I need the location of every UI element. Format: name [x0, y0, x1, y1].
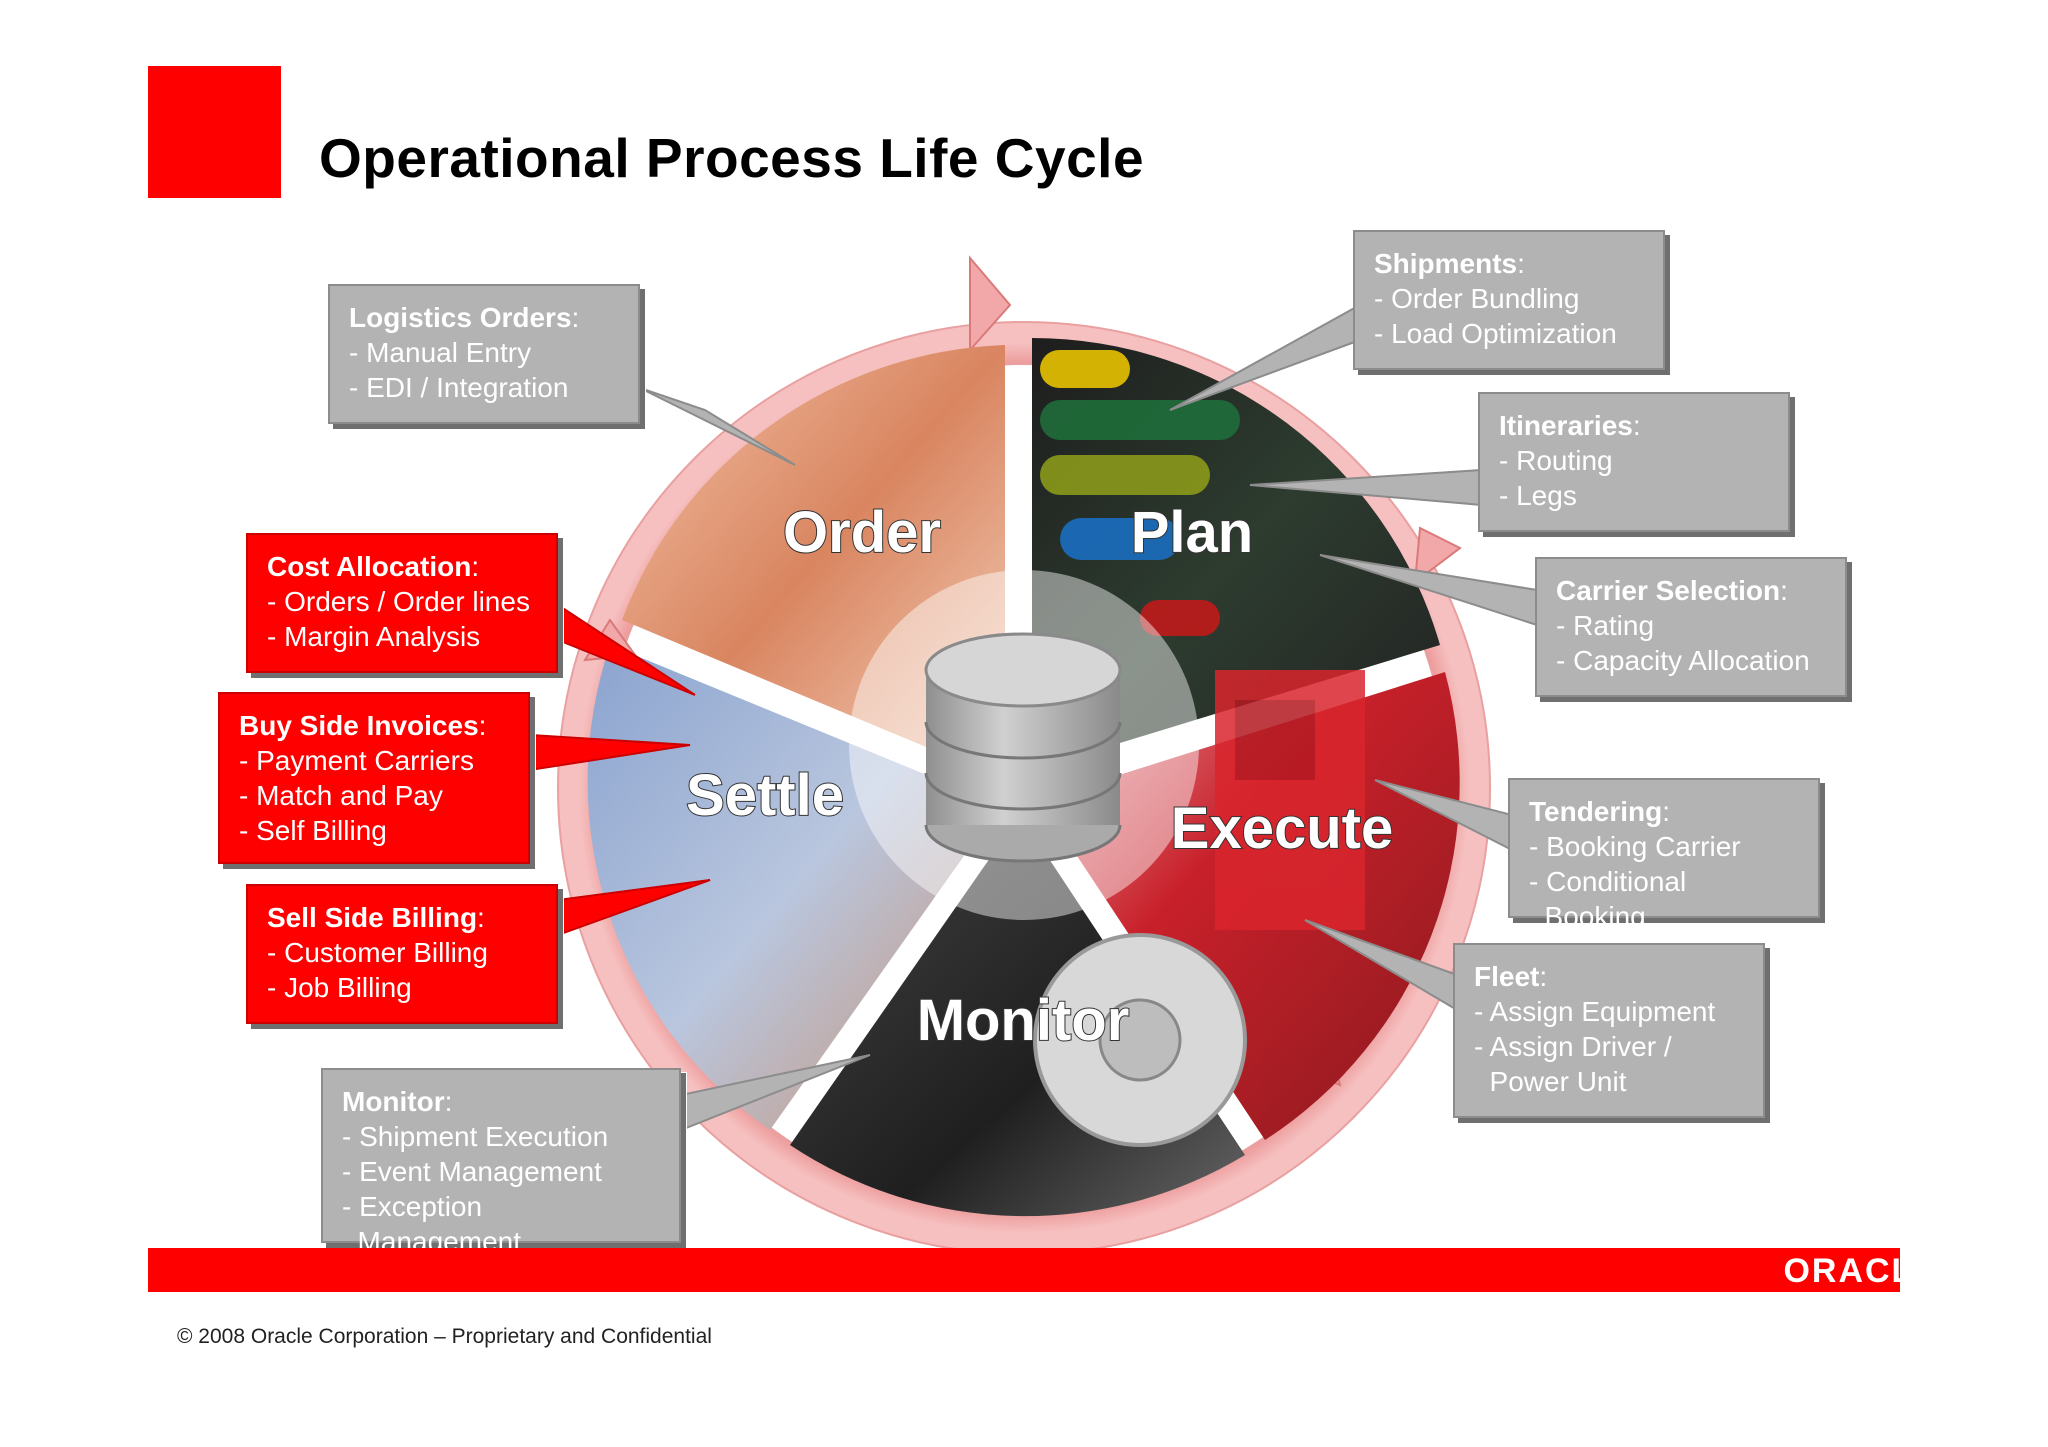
callout-cost-allocation: Cost Allocation: - Orders / Order lines … — [246, 533, 558, 673]
callout-line: - Match and Pay — [239, 780, 443, 811]
callout-line: - Event Management — [342, 1156, 602, 1187]
phase-settle-label: Settle — [686, 763, 844, 828]
footer-bar — [148, 1248, 1900, 1292]
callout-line: - Job Billing — [267, 972, 412, 1003]
monitor-wheel-decoration — [1033, 933, 1247, 1147]
callout-carrier-selection: Carrier Selection: - Rating - Capacity A… — [1535, 557, 1847, 697]
callout-line: - Margin Analysis — [267, 621, 481, 652]
phase-settle-sector — [587, 645, 1000, 1130]
callout-pointers — [639, 303, 1538, 1132]
callout-line: - Assign Driver / — [1474, 1031, 1672, 1062]
callout-line: - Rating — [1556, 610, 1655, 641]
callout-line: - EDI / Integration — [349, 372, 569, 403]
callout-logistics-orders: Logistics Orders: - Manual Entry - EDI /… — [328, 284, 640, 424]
callout-line: - Conditional — [1529, 866, 1687, 897]
callout-sell-side-billing: Sell Side Billing: - Customer Billing - … — [246, 884, 558, 1024]
callout-line: - Routing — [1499, 445, 1613, 476]
callout-line: - Load Optimization — [1374, 318, 1617, 349]
callout-head: Monitor — [342, 1086, 445, 1117]
callout-head: Shipments — [1374, 248, 1518, 279]
callout-line: - Exception — [342, 1191, 483, 1222]
callout-head: Logistics Orders — [349, 302, 572, 333]
callout-line: - Booking Carrier — [1529, 831, 1741, 862]
copyright-text: © 2008 Oracle Corporation – Proprietary … — [177, 1325, 712, 1348]
plan-decoration — [1040, 350, 1240, 636]
red-callout-pointers — [529, 603, 711, 937]
ring-arrow-order — [969, 255, 1012, 353]
callout-head: Sell Side Billing — [267, 902, 478, 933]
callout-line: - Manual Entry — [349, 337, 532, 368]
callout-line: - Shipment Execution — [342, 1121, 609, 1152]
callout-line: - Orders / Order lines — [267, 586, 530, 617]
callout-line: - Assign Equipment — [1474, 996, 1716, 1027]
callout-head: Cost Allocation — [267, 551, 472, 582]
database-icon — [924, 632, 1122, 863]
callout-line: - Legs — [1499, 480, 1577, 511]
callout-line: - Customer Billing — [267, 937, 488, 968]
ring-arrow-plan — [1413, 526, 1462, 585]
callout-shipments: Shipments: - Order Bundling - Load Optim… — [1353, 230, 1665, 370]
callout-head: Tendering — [1529, 796, 1663, 827]
phase-order-sector — [622, 345, 1005, 780]
callout-fleet: Fleet: - Assign Equipment - Assign Drive… — [1453, 943, 1765, 1118]
callout-line: - Self Billing — [239, 815, 387, 846]
oracle-logo: ORACLE — [1783, 1252, 1939, 1290]
phase-monitor-label: Monitor — [917, 988, 1130, 1053]
phase-plan-label: Plan — [1131, 500, 1254, 565]
callout-line: - Capacity Allocation — [1556, 645, 1810, 676]
callout-buy-side-invoices: Buy Side Invoices: - Payment Carriers - … — [218, 692, 530, 864]
callout-head: Buy Side Invoices — [239, 710, 479, 741]
execute-truck-decoration — [1215, 670, 1365, 930]
brand-red-square — [148, 66, 281, 198]
callout-line: - Payment Carriers — [239, 745, 474, 776]
callout-head: Fleet — [1474, 961, 1540, 992]
callout-tendering: Tendering: - Booking Carrier - Condition… — [1508, 778, 1820, 932]
callout-head: Carrier Selection — [1556, 575, 1781, 606]
callout-line: Booking — [1529, 901, 1646, 932]
lifecycle-ring — [558, 322, 1490, 1254]
callout-itineraries: Itineraries: - Routing - Legs — [1478, 392, 1790, 532]
callout-head: Itineraries — [1499, 410, 1633, 441]
phase-order-label: Order — [783, 500, 941, 565]
phase-execute-label: Execute — [1171, 796, 1393, 861]
callout-monitor: Monitor: - Shipment Execution - Event Ma… — [321, 1068, 681, 1257]
slide-title: Operational Process Life Cycle — [319, 127, 1145, 189]
callout-line: - Order Bundling — [1374, 283, 1580, 314]
callout-line: Power Unit — [1474, 1066, 1627, 1097]
phase-plan-sector — [1032, 338, 1440, 770]
